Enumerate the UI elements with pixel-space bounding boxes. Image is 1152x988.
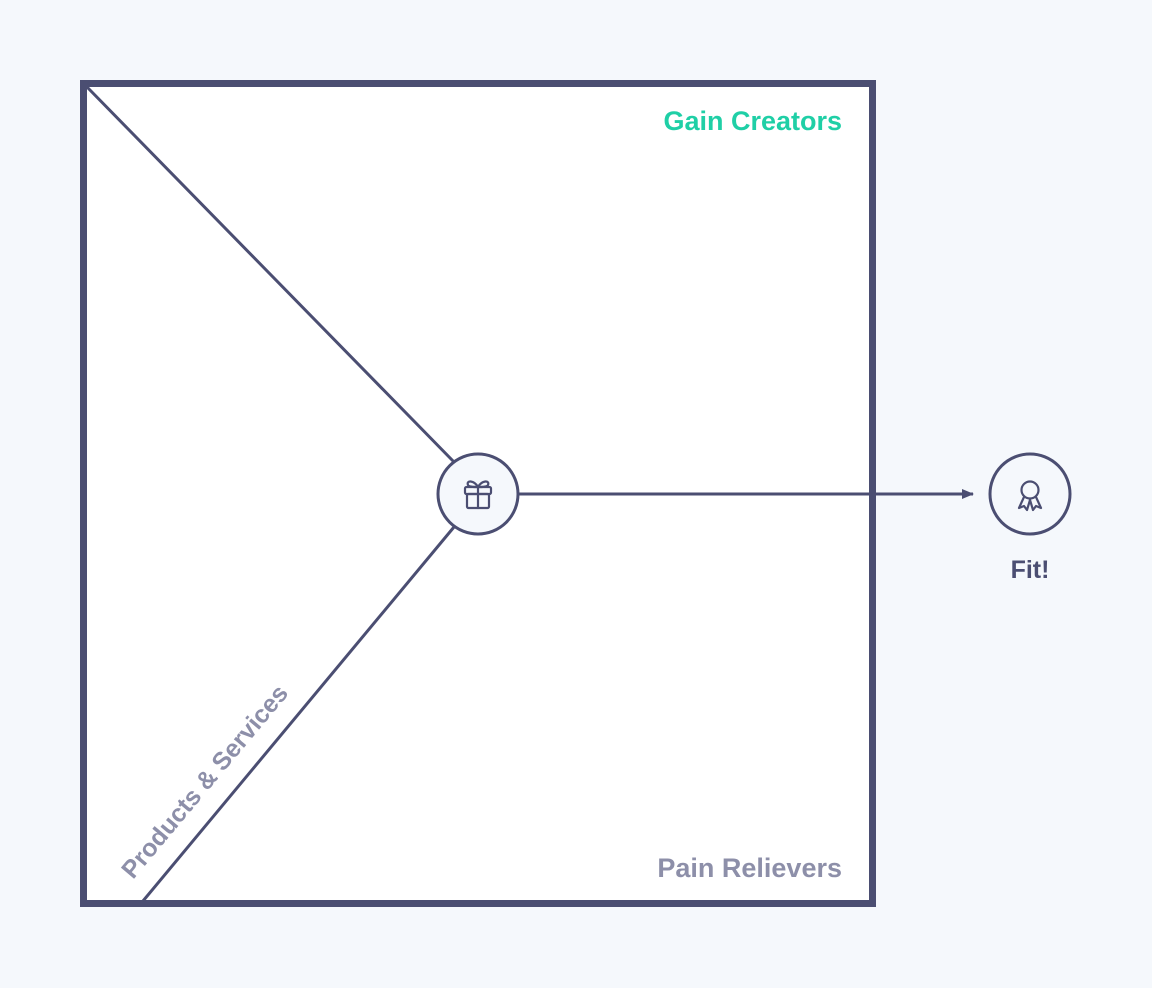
award-ribbon-icon xyxy=(1017,480,1043,512)
divider-upper xyxy=(85,85,456,464)
fit-node xyxy=(988,452,1072,536)
divider-lower xyxy=(141,526,456,902)
gift-icon xyxy=(463,480,493,510)
gain-creators-label: Gain Creators xyxy=(663,106,842,136)
center-node xyxy=(436,452,520,536)
fit-label: Fit! xyxy=(1011,556,1050,584)
pain-relievers-label: Pain Relievers xyxy=(657,853,842,883)
